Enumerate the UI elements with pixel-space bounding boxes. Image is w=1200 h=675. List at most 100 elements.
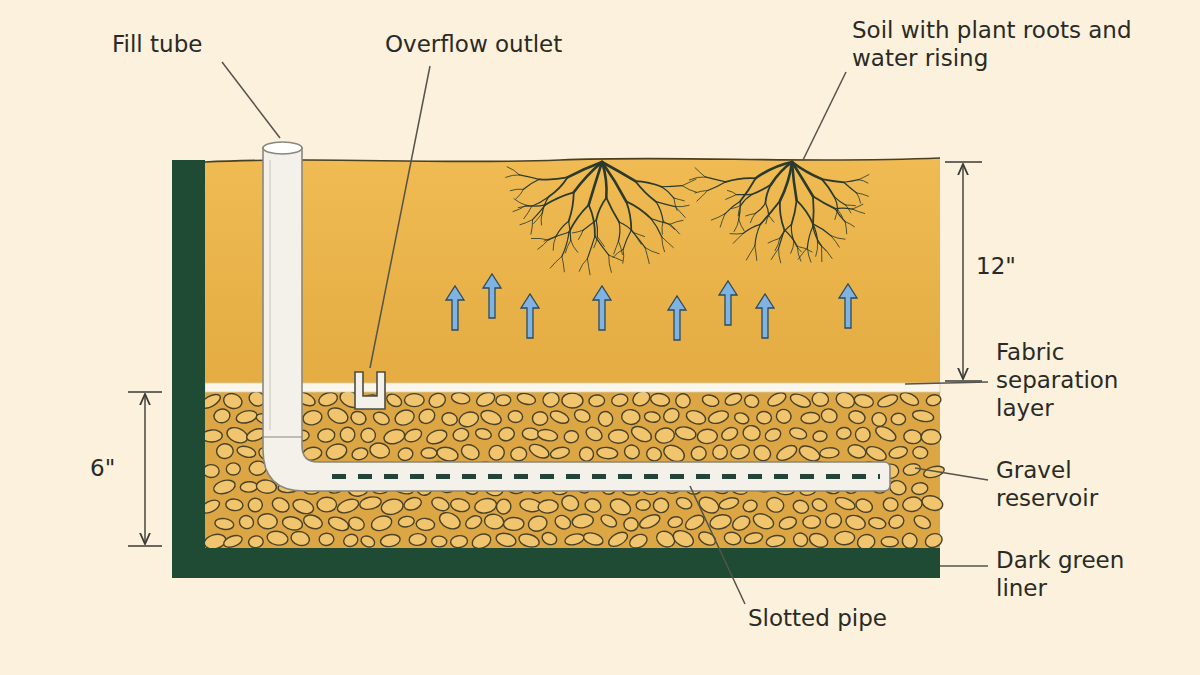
part-label: Fabric separation layer [996, 338, 1156, 422]
pebble [597, 410, 615, 428]
pebble [409, 533, 427, 546]
pebble [864, 444, 888, 464]
fabric-layer [205, 383, 940, 392]
pebble [645, 446, 663, 463]
root [726, 195, 737, 200]
root [606, 198, 619, 222]
pebble [582, 531, 604, 547]
pebble [214, 517, 234, 531]
pebble [901, 532, 918, 549]
root [656, 202, 663, 221]
pebble [564, 430, 580, 444]
root [846, 204, 856, 206]
leader-line [905, 382, 988, 384]
pebble [871, 411, 888, 428]
root [760, 201, 780, 225]
water-arrow [593, 286, 611, 330]
pebble [459, 442, 482, 462]
pebble [281, 515, 303, 532]
pebble [887, 513, 906, 531]
pebble [527, 514, 549, 533]
pebble [302, 409, 323, 426]
pebble [844, 513, 867, 532]
root [524, 206, 532, 218]
pebble [203, 464, 219, 477]
water-arrow [483, 274, 501, 318]
root [689, 177, 705, 180]
pebble [654, 427, 675, 445]
pebble [701, 393, 720, 408]
pebble [494, 497, 513, 516]
root [567, 162, 602, 177]
root [662, 187, 674, 198]
root [708, 182, 726, 191]
pebble [559, 493, 581, 514]
pebble [549, 445, 570, 460]
pebble [873, 424, 898, 444]
pebble [327, 514, 351, 533]
root [771, 248, 778, 259]
pebble [775, 408, 793, 425]
pebble [720, 425, 740, 443]
liner-bottom [172, 548, 940, 578]
pebble [789, 391, 813, 409]
pebble [516, 392, 537, 407]
pebble [336, 497, 361, 516]
pebble [382, 427, 406, 446]
pebble [812, 430, 827, 442]
leader-line [370, 66, 430, 368]
root [743, 224, 760, 233]
root [756, 162, 792, 178]
pebble [319, 533, 334, 546]
root [532, 197, 549, 207]
pebble [853, 393, 875, 409]
pebble [583, 497, 602, 514]
pebble [608, 496, 633, 518]
pebble [751, 443, 773, 464]
pebble [624, 518, 638, 531]
root [609, 255, 622, 261]
pebble [527, 442, 551, 461]
fill-tube-opening [263, 142, 302, 154]
pebble [628, 532, 650, 551]
pebble [538, 499, 559, 514]
pebble [270, 495, 291, 515]
fill-tube-pipe [263, 148, 890, 491]
pebble [240, 481, 258, 492]
root [755, 224, 760, 245]
pebble [898, 390, 920, 408]
root [510, 189, 523, 191]
pebble [836, 427, 851, 440]
root [534, 213, 543, 223]
pebble [891, 413, 905, 425]
pebble [921, 429, 941, 444]
dimension-tick [945, 161, 982, 162]
root [662, 237, 674, 248]
root [730, 233, 743, 235]
pebble [402, 495, 423, 512]
pipe-shading [270, 160, 271, 430]
pebble [510, 446, 527, 461]
pebble [774, 442, 799, 463]
root [739, 220, 745, 232]
pebble [430, 495, 451, 513]
pebble [810, 497, 828, 513]
root [739, 201, 741, 219]
pebble [846, 443, 867, 461]
root [807, 226, 813, 247]
root [556, 221, 569, 236]
part-label: Gravel reservoir [996, 456, 1156, 512]
root [765, 203, 768, 216]
pebble [457, 410, 480, 430]
pebble [473, 497, 497, 515]
root [822, 179, 835, 197]
pebble [765, 495, 786, 514]
pebble [404, 394, 424, 407]
pebble [487, 443, 506, 462]
pebble [216, 443, 234, 459]
pebble [360, 427, 377, 443]
pebble [599, 512, 619, 529]
pebble [347, 515, 366, 532]
pebble [820, 447, 840, 458]
